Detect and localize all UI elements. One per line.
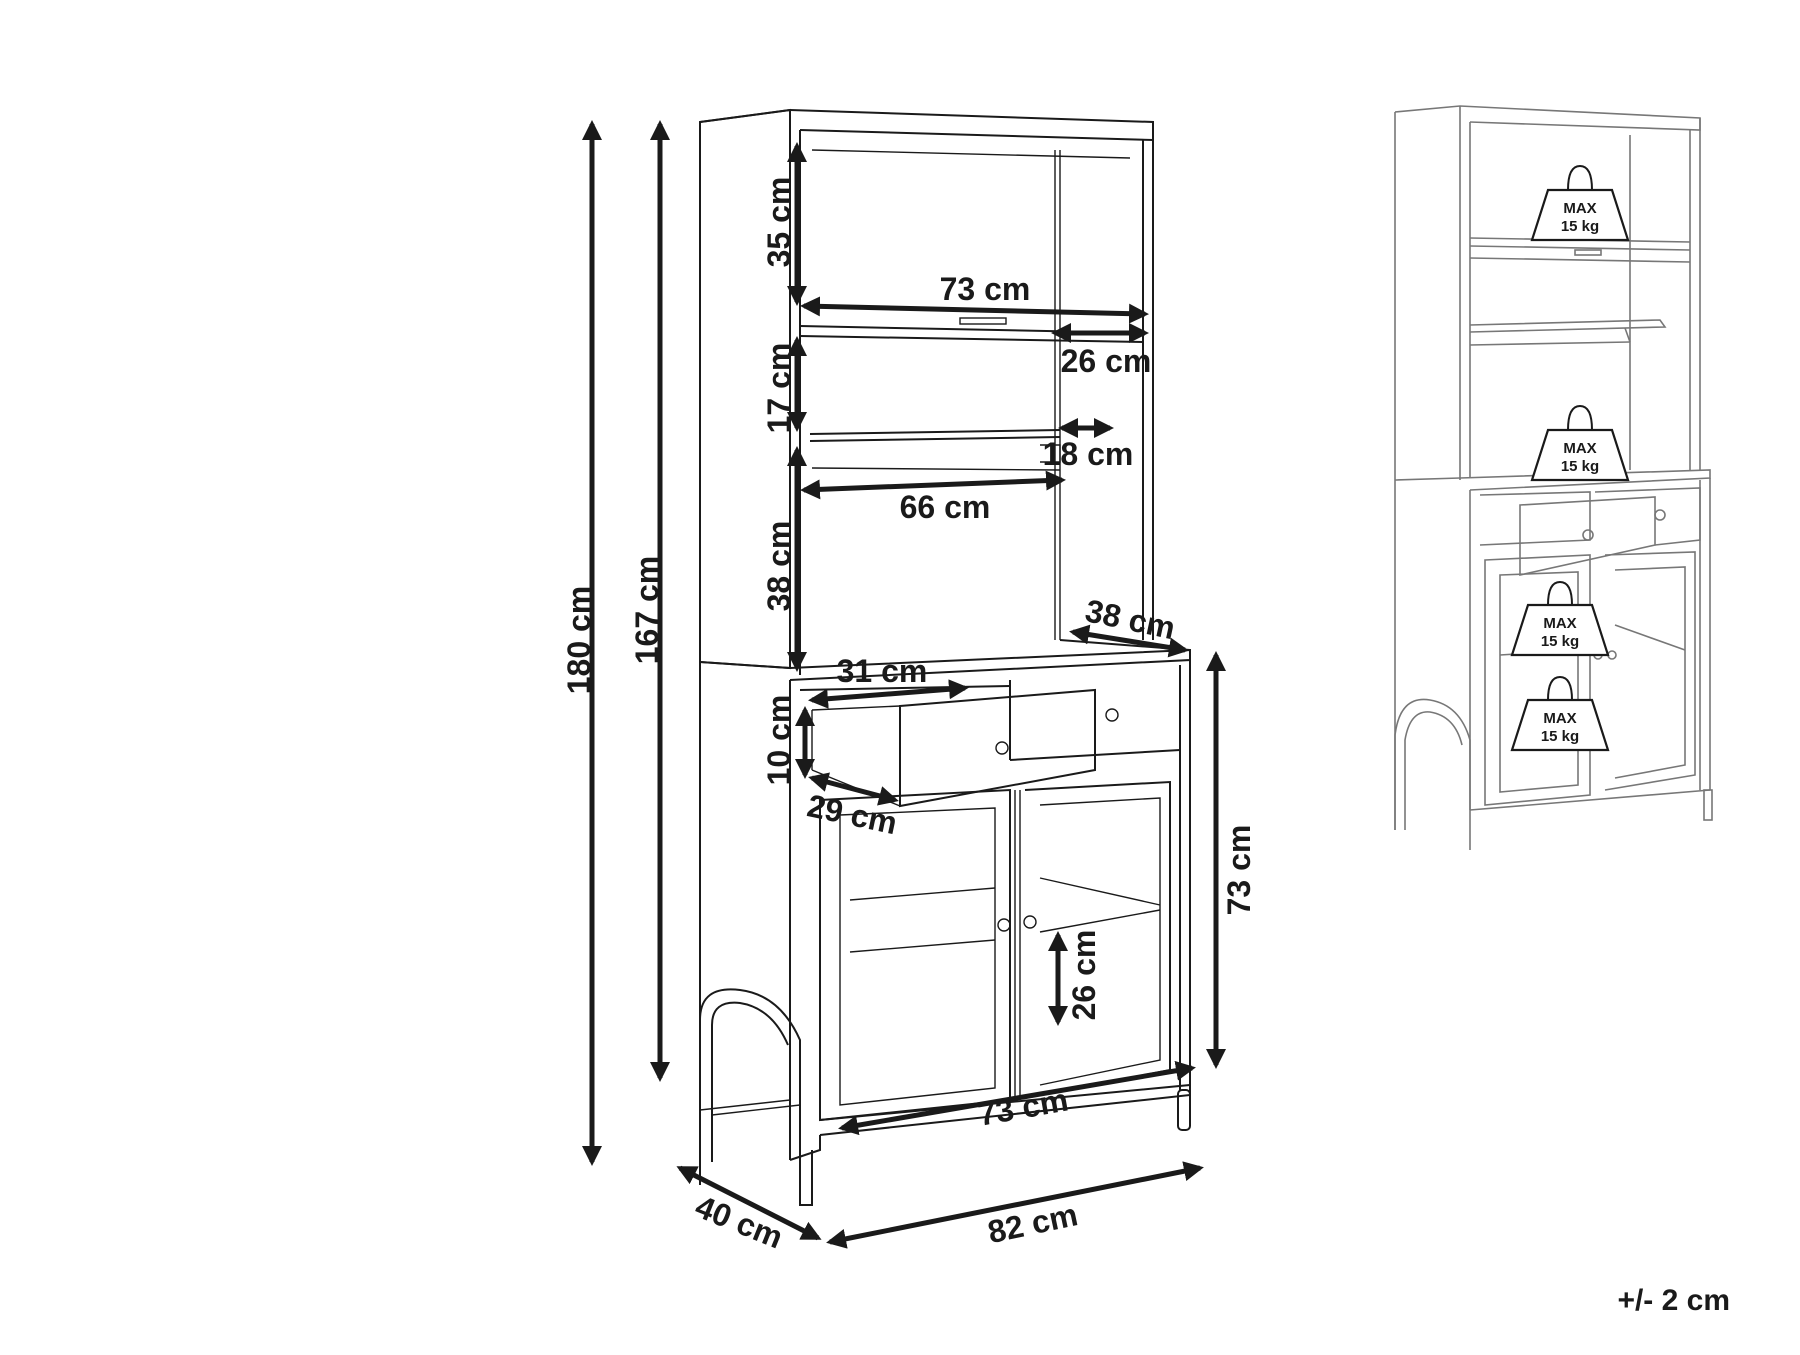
arrow-counter-depth xyxy=(1069,624,1189,658)
weight-icon xyxy=(1530,188,1630,242)
load-weight-cabinet-upper: MAX 15 kg xyxy=(1510,580,1610,657)
label-lower-open-height: 38 cm xyxy=(761,521,797,612)
label-top-shelf-height: 35 cm xyxy=(761,177,797,268)
label-cabinet-shelf-height: 26 cm xyxy=(1066,930,1102,1021)
label-middle-shelf-height: 17 cm xyxy=(761,343,797,434)
label-top-shelf-depth: 26 cm xyxy=(1061,343,1152,379)
weight-handle-icon xyxy=(1547,580,1573,606)
door-knob xyxy=(997,918,1011,932)
tolerance-note: +/- 2 cm xyxy=(1617,1284,1730,1317)
load-label-line1: MAX xyxy=(1543,615,1576,632)
label-rail-width: 66 cm xyxy=(900,489,991,525)
load-label-line2: 15 kg xyxy=(1541,633,1579,650)
load-weight-lower-shelf: MAX 15 kg xyxy=(1530,404,1630,482)
load-label-line1: MAX xyxy=(1563,440,1596,457)
drawer-knob xyxy=(1582,529,1594,541)
leg xyxy=(1703,789,1713,821)
arrow-rail-width xyxy=(800,470,1066,500)
load-label-line1: MAX xyxy=(1563,200,1596,217)
arrow-cabinet-inner-width xyxy=(838,1060,1196,1136)
label-rail-depth: 18 cm xyxy=(1043,436,1134,472)
label-top-shelf-width: 73 cm xyxy=(940,271,1031,307)
arrow-drawer-width xyxy=(808,679,969,709)
arrow-overall-width xyxy=(826,1161,1204,1249)
arrow-overall-depth xyxy=(676,1165,822,1241)
door-knob xyxy=(1023,915,1037,929)
load-label-line2: 15 kg xyxy=(1561,458,1599,475)
weight-handle-icon xyxy=(1547,675,1573,701)
drawer-knob xyxy=(1105,708,1119,722)
load-label-line2: 15 kg xyxy=(1541,728,1579,745)
label-cabinet-height: 73 cm xyxy=(1221,825,1257,916)
weight-icon xyxy=(1510,603,1610,657)
load-weight-cabinet-lower: MAX 15 kg xyxy=(1510,675,1610,752)
load-capacity-drawing xyxy=(1394,105,1713,850)
shelf-handle xyxy=(959,317,1007,325)
label-drawer-height: 10 cm xyxy=(761,695,797,786)
drawer-knob xyxy=(995,741,1009,755)
arrow-top-shelf-width xyxy=(800,296,1149,324)
drawer-knob xyxy=(1654,509,1666,521)
dimension-arrows xyxy=(582,120,1226,1249)
label-drawer-width: 31 cm xyxy=(837,653,928,689)
weight-handle-icon xyxy=(1567,404,1593,431)
door-knob xyxy=(1607,650,1617,660)
weight-icon xyxy=(1510,698,1610,752)
label-overall-width: 82 cm xyxy=(985,1196,1081,1250)
label-total-height: 180 cm xyxy=(561,586,597,695)
load-weight-top-shelf: MAX 15 kg xyxy=(1530,164,1630,242)
label-body-height: 167 cm xyxy=(629,556,665,665)
load-label-line2: 15 kg xyxy=(1561,218,1599,235)
shelf-handle xyxy=(1574,249,1602,256)
weight-icon xyxy=(1530,428,1630,482)
weight-handle-icon xyxy=(1567,164,1593,191)
load-label-line1: MAX xyxy=(1543,710,1576,727)
arrow-drawer-depth xyxy=(808,772,899,806)
